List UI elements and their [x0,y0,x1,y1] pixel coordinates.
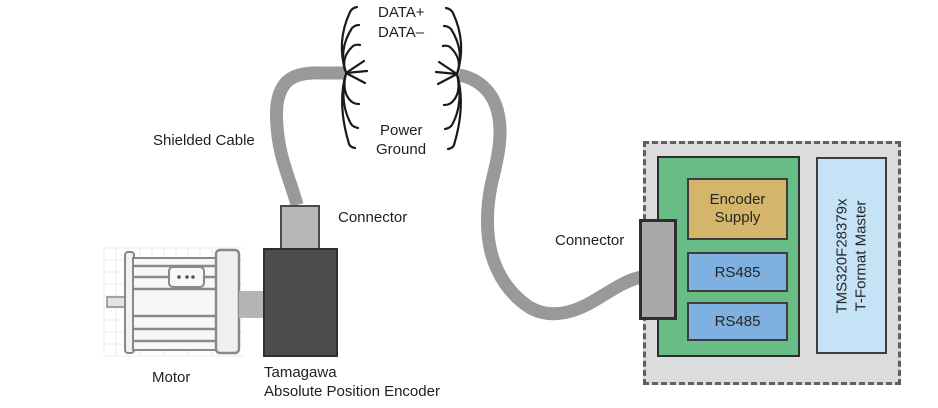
encoder-type-line: Absolute Position Encoder [264,383,440,400]
encoder-connector [280,205,320,251]
cable-board-segment [457,68,644,321]
cable-encoder-segment [269,66,344,207]
wire-fan-left-icon [340,5,369,150]
wire-fan-right-icon [434,6,463,151]
motor-icon [106,248,265,355]
rs485-top-label: RS485 [714,263,761,281]
encoder-label: Tamagawa Absolute Position Encoder [264,363,440,401]
wire-label-data-minus: DATA– [378,24,425,41]
wire-label-data-plus: DATA+ [378,4,425,21]
encoder-supply-block: Encoder Supply [687,178,788,240]
encoder-connector-label: Connector [338,209,408,226]
mcu-block: TMS320F28379x T-Format Master [816,157,887,354]
rs485-bottom-label: RS485 [714,313,761,330]
encoder-supply-label: Encoder Supply [709,191,766,226]
wire-label-ground: Ground [376,141,427,158]
board-connector [639,219,677,320]
rs485-top-block: RS485 [687,252,788,292]
motor-label: Motor [152,369,191,386]
shielded-cable-label: Shielded Cable [153,132,255,149]
tamagawa-encoder-body [263,248,338,357]
motor-encoder-coupling [239,291,265,318]
shielded-cable-icon [269,66,644,321]
encoder-name-line: Tamagawa [264,364,337,381]
wire-label-power: Power [380,122,423,139]
board-connector-label: Connector [555,232,625,249]
motor-flange [214,248,241,355]
rs485-bottom-block: RS485 [687,302,788,341]
